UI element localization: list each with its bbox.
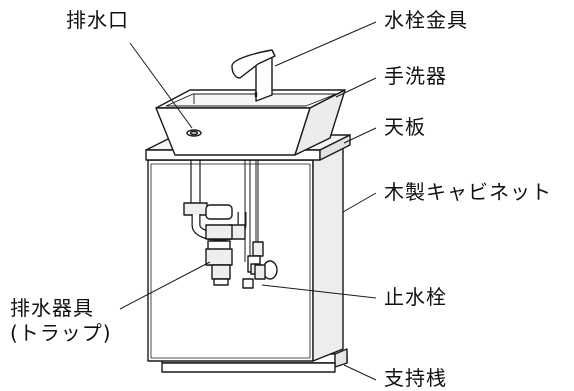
leader-stop-valve	[261, 284, 377, 299]
leader-drain-fitting	[119, 261, 211, 310]
label-drain-outlet: 排水口	[66, 8, 129, 32]
label-stop-valve: 止水栓	[384, 285, 447, 309]
label-support-leg: 支持桟	[384, 366, 447, 390]
leader-support-leg	[343, 364, 377, 381]
label-countertop: 天板	[384, 115, 426, 139]
label-faucet: 水栓金具	[384, 8, 468, 32]
drain-trap-assembly	[183, 160, 247, 286]
label-basin: 手洗器	[384, 64, 447, 88]
label-drain-fitting: 排水器具 (トラップ)	[10, 296, 112, 346]
leader-faucet	[274, 21, 377, 67]
label-drain-fitting-line2: (トラップ)	[10, 321, 112, 345]
leader-drain-outlet	[129, 42, 193, 129]
hand-wash-basin	[155, 89, 346, 156]
leader-cabinet	[342, 192, 377, 213]
leader-countertop	[343, 127, 377, 144]
label-drain-fitting-line1: 排水器具	[10, 296, 94, 320]
faucet-fixture	[231, 49, 276, 102]
label-cabinet: 木製キャビネット	[384, 180, 552, 204]
leader-lines	[119, 21, 377, 381]
supply-pipe-assembly	[242, 160, 278, 289]
leader-basin	[335, 77, 377, 98]
